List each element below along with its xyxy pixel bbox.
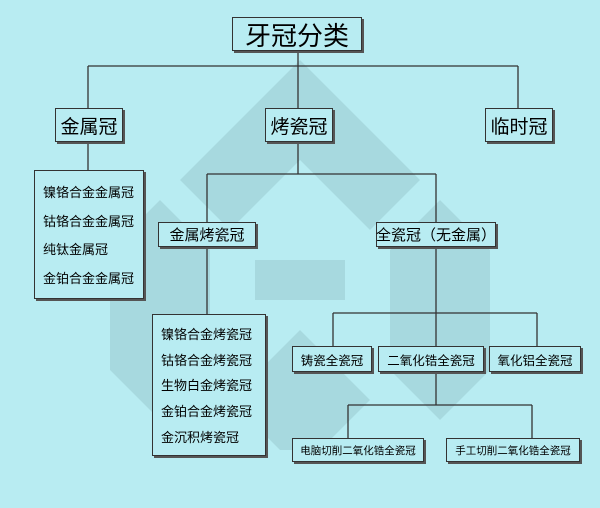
node-root: 牙冠分类	[232, 17, 362, 52]
node-manual-zirconia-crown: 手工切削二氧化锆全瓷冠	[446, 438, 580, 462]
node-all-ceramic-crown: 全瓷冠（无金属）	[376, 222, 496, 247]
node-cad-zirconia-crown: 电脑切削二氧化锆全瓷冠	[292, 438, 424, 462]
node-cast-ceramic-crown: 铸瓷全瓷冠	[292, 346, 372, 372]
list-item: 钴铬合金烤瓷冠	[161, 353, 253, 369]
list-item: 镍铬合金金属冠	[43, 185, 135, 201]
list-item: 金铂合金金属冠	[43, 272, 135, 288]
node-temporary-crown: 临时冠	[485, 108, 553, 142]
list-item: 钴铬合金金属冠	[43, 214, 135, 230]
list-metal-crowns: 镍铬合金金属冠 钴铬合金金属冠 纯钛金属冠 金铂合金金属冠	[34, 170, 144, 299]
list-item: 金铂合金烤瓷冠	[161, 405, 253, 421]
list-metal-ceramic-crowns: 镍铬合金烤瓷冠 钴铬合金烤瓷冠 生物白金烤瓷冠 金铂合金烤瓷冠 金沉积烤瓷冠	[152, 314, 266, 456]
node-metal-crown: 金属冠	[55, 108, 123, 142]
list-item: 纯钛金属冠	[43, 243, 109, 259]
node-alumina-crown: 氧化铝全瓷冠	[489, 346, 581, 372]
list-item: 生物白金烤瓷冠	[161, 379, 253, 395]
list-item: 镍铬合金烤瓷冠	[161, 328, 253, 344]
node-porcelain-fused-crown: 烤瓷冠	[265, 108, 333, 142]
list-item: 金沉积烤瓷冠	[161, 430, 240, 446]
node-metal-ceramic-crown: 金属烤瓷冠	[158, 222, 256, 247]
node-zirconia-crown: 二氧化锆全瓷冠	[378, 346, 484, 372]
